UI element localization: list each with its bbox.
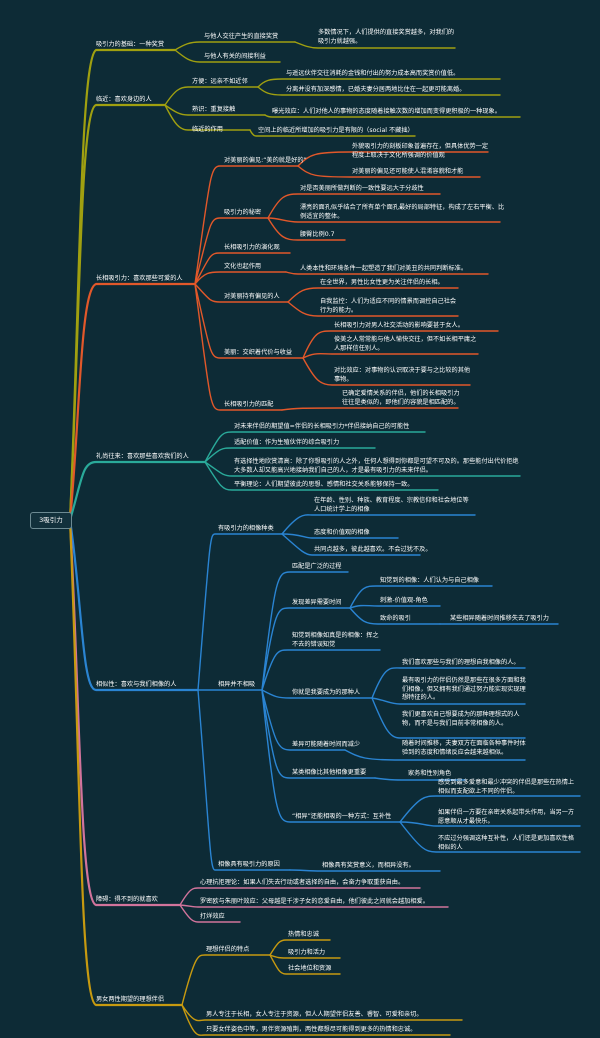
node-evolution[interactable]: 长相吸引力的演化观 <box>224 244 280 251</box>
note-s4-2: 最有吸引力的伴侣仍然是那些在很多方面和我们相像，但又拥有我们通过努力能实现实现理… <box>402 677 526 702</box>
node-ideal-note-2[interactable]: 只要女伴姿色中等，男伴资源殖荆，两性都想尽可能得到更多的热情和忠诚。 <box>206 1026 417 1033</box>
node-reciprocity[interactable]: 礼尚往来：喜欢那些喜欢我们的人 <box>96 453 189 460</box>
note-costs-1: 长相吸引力对男人社交活动的影响要甚于女人。 <box>334 322 464 329</box>
note-s4-3: 我们更喜欢自己想要成为的那种理想式的人物，而不是与我们目前非常相像的人。 <box>402 711 520 727</box>
node-traits[interactable]: 理想伴侣的特点 <box>206 946 250 953</box>
node-s4[interactable]: 你就是我要成为的那种人 <box>292 689 361 696</box>
node-recip-3[interactable]: 有选择性地欣赏清高：除了你想吸引的人之外，任何人想得到你都是可望不可及的。那些能… <box>234 458 519 474</box>
note-s2-2: 刺激-价值观-角色 <box>380 597 428 604</box>
node-reward-indirect[interactable]: 与他人有关的间接利益 <box>204 53 266 60</box>
node-bias[interactable]: 对美丽的偏见:“美的就是好的” <box>224 157 307 164</box>
node-looks[interactable]: 长相吸引力：喜欢那些可爱的人 <box>96 275 183 282</box>
note-secret-1: 对是否美丽所做判断的一致性要远大于分歧性 <box>300 185 424 192</box>
node-recip-1[interactable]: 对未来伴侣的期望值=伴侣的长相吸引力*伴侣接纳自己的可能性 <box>234 423 410 430</box>
branch-looks <box>68 282 197 522</box>
node-s7[interactable]: “相异”还能相吸的一种方式：互补性 <box>292 813 392 820</box>
branch-barrier <box>68 518 182 907</box>
note-s2-3: 某些相异随着时间推移失去了吸引力 <box>450 615 549 622</box>
note-bias-1: 外貌吸引力的刻板印象普遍存在，但具体优势一定程度上取决于文化所强调的价值观 <box>352 143 489 159</box>
branch-reciprocity <box>68 460 207 522</box>
note-kinds-2: 态度和价值观的相像 <box>314 529 370 536</box>
node-recip-2[interactable]: 适配价值：作为生殖伙伴的综合吸引力 <box>234 439 340 446</box>
note-kinds-3: 共同点越多，彼此越喜欢。不会过犹不及。 <box>314 546 432 553</box>
node-barrier-3[interactable]: 打烊效应 <box>200 913 225 920</box>
note-familiarity: 曝光效应：人们对他人的事物的态度随着接触次数的增加而变得更积极的一种现象。 <box>272 108 501 115</box>
node-biased-people[interactable]: 对美丽持有偏见的人 <box>224 293 280 300</box>
node-ideal[interactable]: 男女两性期望的理想伴侣 <box>96 996 165 1003</box>
node-s1[interactable]: 匹配是广泛的过程 <box>292 563 342 570</box>
node-proximity[interactable]: 临近：喜欢身边的人 <box>96 96 152 103</box>
node-reward[interactable]: 吸引力的基础：一种奖赏 <box>96 41 165 48</box>
note-kinds-1: 在年龄、性别、种族、教育程度、宗教信仰和社会地位等人口统计学上的相像 <box>314 497 469 513</box>
note-conv-2: 分离并没有加深感情，已婚夫妻分居两地比住在一起更可能离婚。 <box>286 86 466 93</box>
node-barrier-1[interactable]: 心理抗拒理论：如果人们失去行动或者选择的自由，会奋力争取重获自由。 <box>200 879 405 886</box>
node-s2-3[interactable]: 致命的吸引 <box>380 615 411 622</box>
note-s7-3: 不应过分强调这种互补性，人们还是更加喜欢性格相似的人 <box>438 835 575 851</box>
node-proximity-effect[interactable]: 临近的作用 <box>192 126 223 133</box>
note-s6: 家务和性别角色 <box>408 770 452 777</box>
node-not-same[interactable]: 相异并不相吸 <box>218 681 256 688</box>
node-reward-direct[interactable]: 与他人交往产生的直接奖赏 <box>204 33 279 40</box>
node-familiarity[interactable]: 熟识：重复接触 <box>192 106 236 113</box>
note-culture: 人类本性和环境条件一起塑造了我们对美丑的共同判断标准。 <box>300 265 468 272</box>
node-convenience[interactable]: 方便：远亲不如近邻 <box>192 78 248 85</box>
note-reward-direct: 多数情况下，人们提供的直接奖赏越多，对我们的吸引力就越强。 <box>318 29 455 45</box>
note-secret-3: 腰臀比例0.7 <box>300 231 335 238</box>
node-culture[interactable]: 文化也起作用 <box>224 263 262 270</box>
note-biased-2: 自我监控：人们为适应不同的情景而调控自己社会行为的能力。 <box>320 298 457 314</box>
note-s4-1: 我们喜欢那些与我们的理想自我相像的人。 <box>402 659 520 666</box>
note-traits-3: 社会地位和资源 <box>288 965 332 972</box>
note-match: 已确定爱情关系的伴侣，他们的长相吸引力往往是类似的，即他们的容貌是相匹配的。 <box>342 390 460 406</box>
note-biased-1: 在全世界，男性比女性更为关注伴侣的长相。 <box>320 279 444 286</box>
note-traits-1: 热情和忠诚 <box>288 931 319 938</box>
note-proximity-effect: 空间上的临近所增加的吸引力是有限的（social 不藏拙） <box>258 127 414 134</box>
node-match[interactable]: 长相吸引力的匹配 <box>224 401 274 408</box>
node-s3[interactable]: 知觉到相像如真是的相像：挥之不去的错误知觉 <box>292 632 379 648</box>
branch-proximity <box>68 103 167 522</box>
node-barrier[interactable]: 障碍：得不到的就喜欢 <box>96 896 158 903</box>
note-secret-2: 漂亮的面孔似乎结合了所有单个面孔最好的局部特征，构成了左右平衡、比例适宜的整体。 <box>300 204 505 220</box>
branch-ideal <box>68 518 184 1007</box>
node-secret[interactable]: 吸引力的秘密 <box>224 209 262 216</box>
note-conv-1: 与遥远伙伴交往消耗的金钱和付出的努力成本高而奖赏价值低。 <box>286 70 460 77</box>
node-kinds[interactable]: 有吸引力的相像种类 <box>218 525 274 532</box>
branch-similarity <box>68 518 200 692</box>
node-costs[interactable]: 美丽：交织着代价与收益 <box>224 349 293 356</box>
note-s7-1: 感受到最多爱意和最少冲突的伴侣是那些在热情上相似而支配欲上不同的伴侣。 <box>438 779 575 795</box>
note-s2-1: 知觉到的相像：人们认为与自己相像 <box>380 577 479 584</box>
note-bias-2: 对美丽的偏见还可能使人混淆容貌和才能 <box>352 168 464 175</box>
node-s6[interactable]: 某类相像比其他相像更重要 <box>292 769 367 776</box>
note-costs-2: 俊美之人常常能与他人愉快交往，但不如长相平庸之人那样信任别人。 <box>334 336 477 352</box>
node-similarity[interactable]: 相似性：喜欢与我们相像的人 <box>96 681 177 688</box>
note-reason: 相像具有奖赏意义，而相异没有。 <box>322 862 415 869</box>
node-ideal-note-1[interactable]: 男人专注于长相，女人专注于资源，但人人期望伴侣友善、睿智、可爱和亲切。 <box>206 1011 423 1018</box>
note-s5: 随着时间推移，夫妻双方在面临各种事件时体验到的态度和情绪反应会越来越相似。 <box>402 740 526 756</box>
note-traits-2: 吸引力和活力 <box>288 949 326 956</box>
node-s2[interactable]: 发现差异需要时间 <box>292 599 342 606</box>
node-reason[interactable]: 相像具有吸引力的原因 <box>218 861 280 868</box>
note-s7-2: 如果伴侣一方要在亲密关系起带头作用，当另一方愿意顺从才最快乐。 <box>438 809 575 825</box>
note-costs-3: 对比效应：对事物的认识取决于要与之比较的其他事物。 <box>334 367 471 383</box>
root-node[interactable]: 3吸引力 <box>30 512 72 529</box>
node-recip-4[interactable]: 平衡理论：人们期望彼此的思想、感情和社交关系能够保持一致。 <box>234 481 414 488</box>
node-s5[interactable]: 差异可能随着时间而减少 <box>292 741 361 748</box>
node-barrier-2[interactable]: 罗密欧与朱丽叶效应：父母越是千涉子女的恋爱自由，他们彼此之间就会越加相爱。 <box>200 898 429 905</box>
